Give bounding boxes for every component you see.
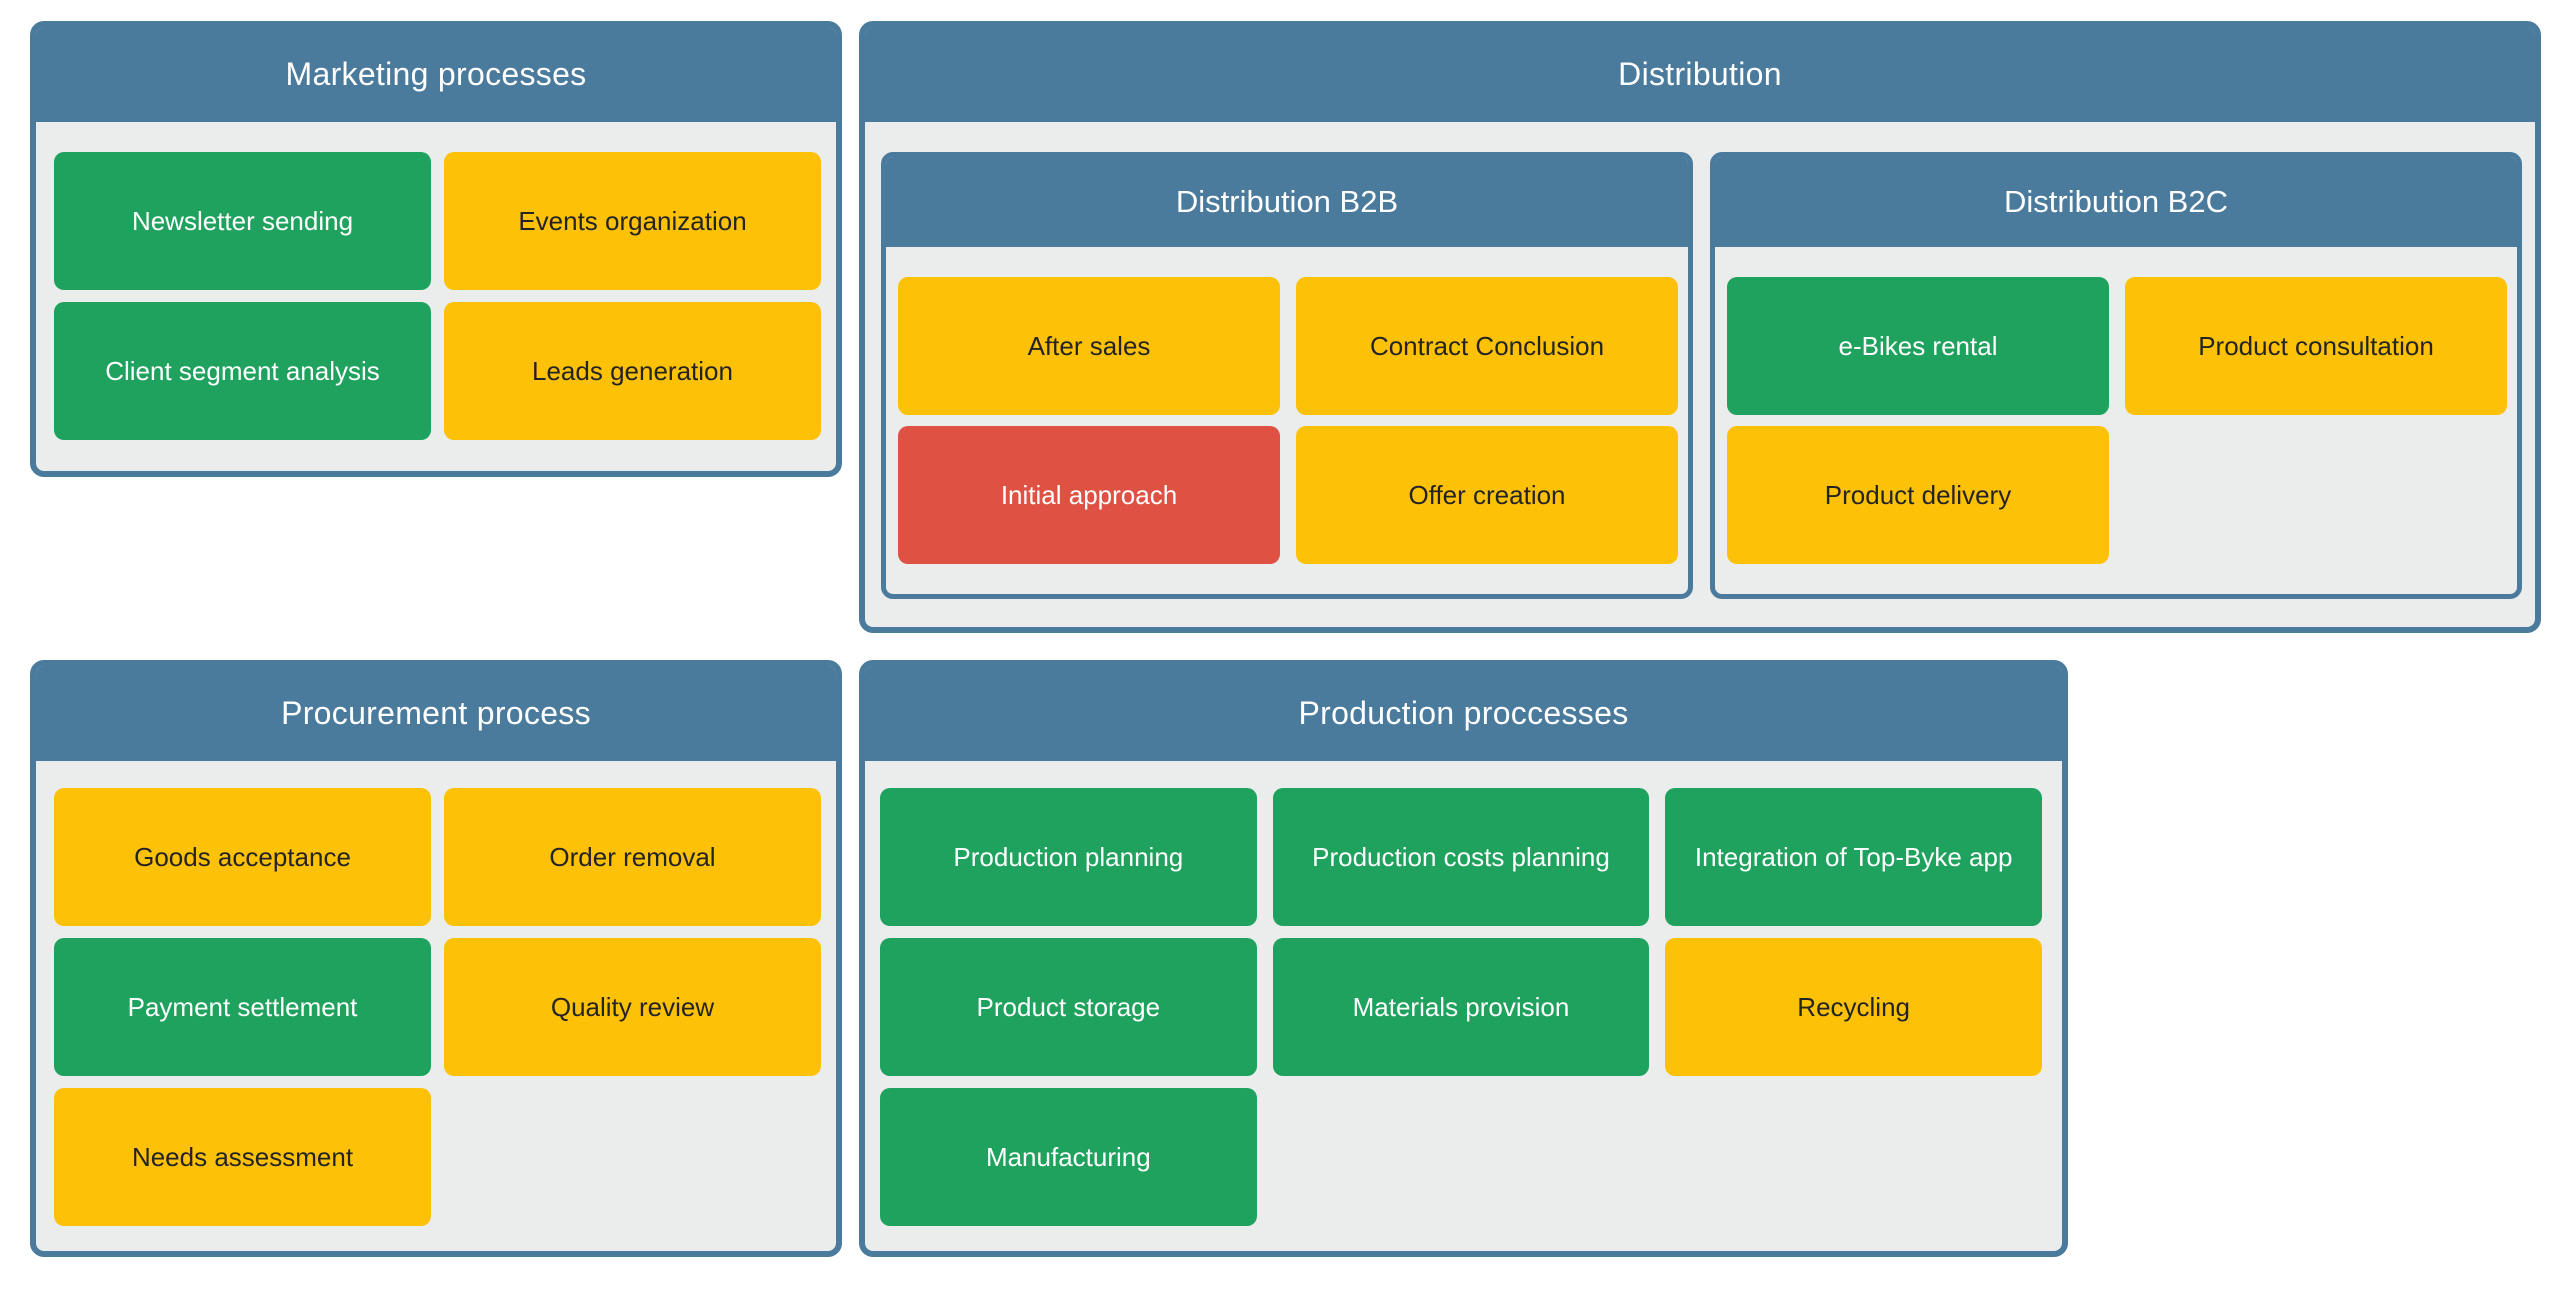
process-tile[interactable]: Newsletter sending <box>54 152 431 290</box>
process-tile[interactable]: Integration of Top-Byke app <box>1665 788 2042 926</box>
distribution-panel-title: Distribution <box>865 27 2535 122</box>
process-tile[interactable]: Order removal <box>444 788 821 926</box>
process-tile[interactable]: Contract Conclusion <box>1296 277 1678 415</box>
process-tile[interactable]: Leads generation <box>444 302 821 440</box>
process-tile[interactable]: Needs assessment <box>54 1088 431 1226</box>
process-tile[interactable]: Production costs planning <box>1272 788 1650 926</box>
process-tile[interactable]: Manufacturing <box>880 1088 1257 1226</box>
process-tile[interactable]: Product delivery <box>1727 426 2109 564</box>
process-tile[interactable]: Recycling <box>1665 938 2042 1076</box>
process-tile[interactable]: Production planning <box>880 788 1257 926</box>
process-tile[interactable]: Client segment analysis <box>54 302 431 440</box>
marketing-panel-title: Marketing processes <box>36 27 836 122</box>
process-tile[interactable]: Product storage <box>880 938 1257 1076</box>
distribution-b2b-title: Distribution B2B <box>886 157 1688 247</box>
distribution-panel: Distribution Distribution B2B After sale… <box>859 21 2541 633</box>
process-tile[interactable]: Payment settlement <box>54 938 431 1076</box>
process-tile[interactable]: Quality review <box>444 938 821 1076</box>
process-tile[interactable]: Offer creation <box>1296 426 1678 564</box>
process-tile[interactable]: e-Bikes rental <box>1727 277 2109 415</box>
process-tile[interactable]: Materials provision <box>1272 938 1650 1076</box>
procurement-panel-title: Procurement process <box>36 666 836 761</box>
production-processes-panel: Production proccesses Production plannin… <box>859 660 2068 1257</box>
process-tile[interactable]: After sales <box>898 277 1280 415</box>
process-tile[interactable]: Events organization <box>444 152 821 290</box>
production-panel-title: Production proccesses <box>865 666 2062 761</box>
distribution-b2c-title: Distribution B2C <box>1715 157 2517 247</box>
process-tile[interactable]: Product consultation <box>2125 277 2507 415</box>
process-tile[interactable]: Initial approach <box>898 426 1280 564</box>
process-tile[interactable]: Goods acceptance <box>54 788 431 926</box>
